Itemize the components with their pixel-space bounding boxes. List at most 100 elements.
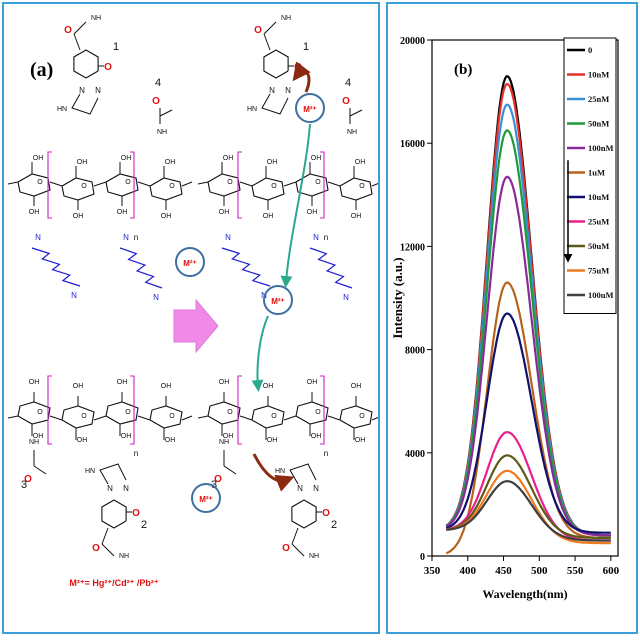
glutaraldehyde-linker [31, 247, 81, 287]
coordination-arrow [292, 61, 311, 93]
amide-bond [101, 543, 115, 557]
amide-nh: NH [119, 553, 129, 560]
metal-ion-label: M²⁺ [303, 105, 317, 114]
coordination-arrow [252, 453, 295, 492]
legend-label: 10nM [588, 70, 609, 80]
ring-oxygen: O [315, 179, 321, 186]
metal-legend: M²⁺= Hg²⁺/Cd²⁺ /Pb²⁺ [69, 578, 158, 588]
repeat-subscript: n [324, 449, 328, 458]
legend-box [563, 37, 617, 314]
acetamide-nh: NH [219, 439, 229, 446]
hydroxyl-label: OH [121, 433, 132, 440]
hydroxyl-label: OH [307, 209, 318, 216]
amide-nh: NH [281, 15, 291, 22]
coordination-arrow [251, 315, 269, 392]
site-number: 2 [141, 519, 147, 531]
imine-nitrogen: N [313, 233, 319, 242]
series-line [445, 175, 611, 537]
ring-oxygen: O [81, 413, 87, 420]
sugar-ring [61, 405, 95, 429]
site-number: 4 [345, 77, 351, 89]
sugar-ring [17, 173, 51, 197]
hydroxyl-label: OH [33, 433, 44, 440]
site-number: 3 [211, 479, 217, 491]
pyridone-ring [291, 499, 317, 529]
glycosidic-bond [137, 415, 151, 421]
glutaraldehyde-linker [119, 247, 163, 289]
hydroxyl-label: OH [267, 437, 278, 444]
glycosidic-bond [371, 183, 378, 187]
amide-bond [263, 21, 277, 35]
sugar-ring [207, 173, 241, 197]
glycosidic-bond [283, 415, 297, 421]
sugar-ring [295, 401, 329, 425]
glycosidic-bond [239, 181, 253, 187]
y-tick-label: 8000 [405, 346, 425, 357]
acetamide-nh: NH [347, 129, 357, 136]
sugar-ring [149, 405, 183, 429]
glycosidic-bond [197, 415, 209, 419]
acetamide-nh: NH [29, 439, 39, 446]
legend-label: 100uM [588, 290, 614, 300]
coordination-arrow [280, 123, 311, 288]
legend-label: 1uM [588, 168, 605, 178]
x-tick-label: 350 [424, 565, 441, 577]
glycosidic-bond [49, 415, 63, 421]
glycosidic-bond [197, 181, 209, 185]
x-tick-label: 500 [531, 565, 548, 577]
amide-bond [73, 21, 87, 35]
x-tick-label: 400 [460, 565, 477, 577]
amide-oxygen: O [92, 543, 100, 554]
ring-nitrogen: N [123, 484, 129, 493]
polymer-bracket [237, 375, 242, 445]
hydroxyl-label: OH [29, 209, 40, 216]
imine-nitrogen: N [225, 233, 231, 242]
repeat-subscript: n [134, 449, 138, 458]
ring-oxygen: O [37, 179, 43, 186]
polymer-bracket [237, 151, 242, 219]
ring-nitrogen: N [79, 86, 85, 95]
imine-nitrogen: N [153, 293, 159, 302]
metal-ion-label: M²⁺ [183, 259, 197, 268]
y-tick-label: 4000 [405, 449, 425, 460]
carbonyl-oxygen: O [322, 508, 330, 519]
hydroxyl-label: OH [121, 155, 132, 162]
ring-oxygen: O [271, 413, 277, 420]
acetyl-methyl [33, 465, 47, 475]
site-number: 4 [155, 77, 161, 89]
polymer-bracket [320, 375, 325, 445]
sugar-ring [339, 177, 373, 201]
glycosidic-bond [283, 181, 297, 187]
ring-oxygen: O [227, 179, 233, 186]
glutaraldehyde-linker [221, 247, 271, 287]
hydroxyl-label: OH [311, 433, 322, 440]
metal-ion-circle [175, 247, 205, 277]
hydroxyl-label: OH [355, 437, 366, 444]
sugar-ring [251, 177, 285, 201]
hydroxyl-label: OH [117, 209, 128, 216]
hydroxyl-label: OH [77, 437, 88, 444]
sugar-ring [251, 405, 285, 429]
site-number: 2 [331, 519, 337, 531]
glutaraldehyde-linker [309, 247, 353, 289]
imine-nitrogen: N [343, 293, 349, 302]
legend-label: 25uM [588, 217, 609, 227]
glycosidic-bond [371, 417, 378, 421]
legend-label: 10uM [588, 192, 609, 202]
glycosidic-bond [93, 415, 107, 421]
acetyl-methyl [223, 465, 237, 475]
ring-oxygen: O [359, 413, 365, 420]
pyridone-ring [263, 49, 289, 79]
hydroxyl-label: OH [311, 155, 322, 162]
glycosidic-bond [181, 415, 193, 421]
amine-label: HN [275, 468, 285, 475]
legend-label: 0 [588, 45, 592, 55]
ring-oxygen: O [271, 183, 277, 190]
hydroxyl-label: OH [33, 155, 44, 162]
pyrazolidine-ring [261, 93, 289, 115]
hydroxyl-label: OH [219, 209, 230, 216]
